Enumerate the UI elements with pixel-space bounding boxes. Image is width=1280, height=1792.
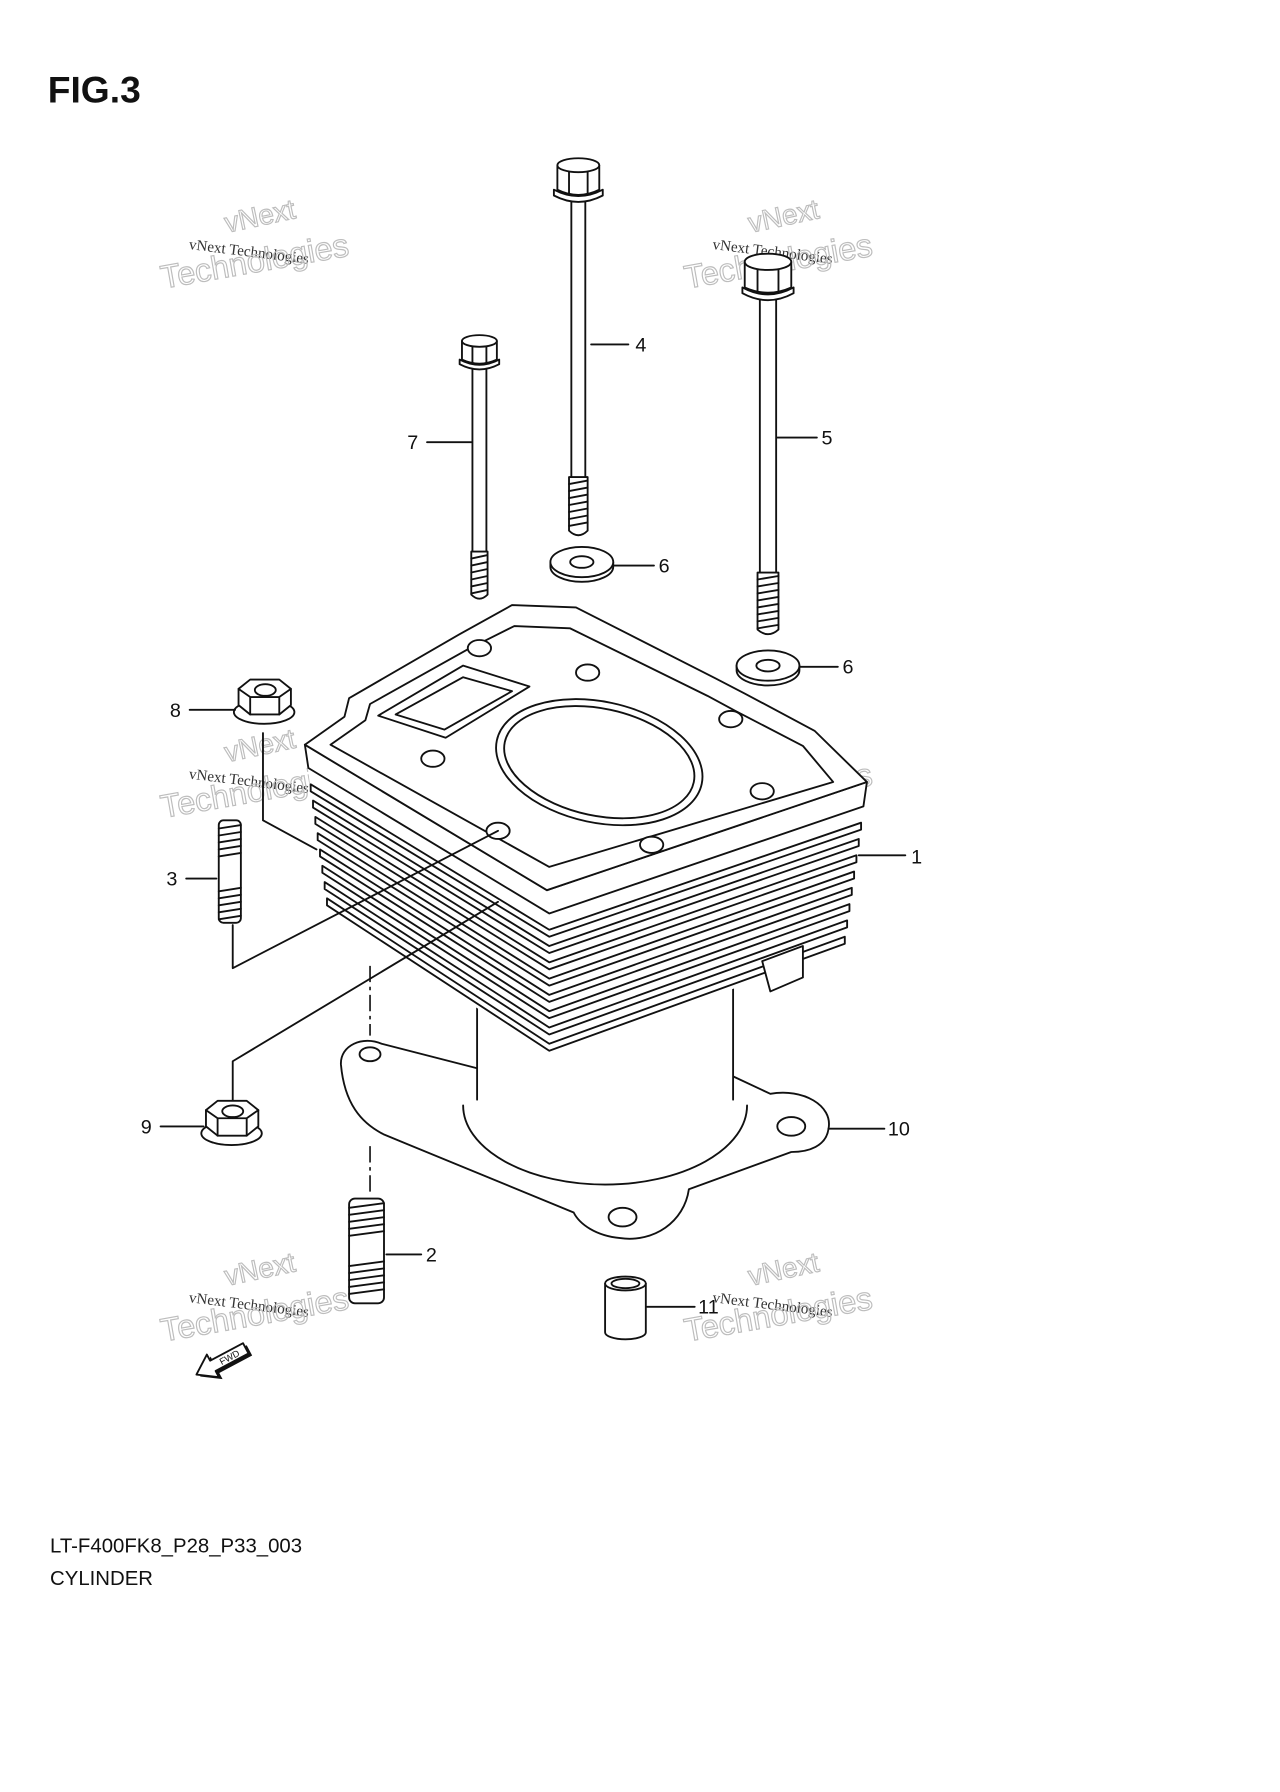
callout-9: 9 [141,1116,152,1138]
callout-7: 7 [407,432,418,454]
cylinder-fin [326,897,846,1052]
callout-8: 8 [170,700,181,722]
callout-3: 3 [166,869,177,891]
bolt-hole [749,782,775,801]
cylinder-fins [309,783,863,1052]
leader-lines [231,732,499,1102]
bolt-hole [718,710,744,729]
bolt-hole [466,639,492,658]
cylinder-boss [761,945,804,993]
cylinder-fin [316,832,856,987]
cylinder-fin [319,848,853,1003]
washer-upper [549,545,615,583]
cylinder-bolt-short [458,334,501,600]
cylinder-bolt-long [552,157,604,537]
watermark-brand: vNext [222,1246,298,1291]
figure-caption: CYLINDER [50,1568,153,1590]
forward-direction-arrow: FWD [195,1342,253,1380]
bolt-hole [639,835,665,854]
figure-code: LT-F400FK8_P28_P33_003 [50,1535,302,1557]
callout-10: 10 [888,1119,910,1141]
cylinder-bolt-right [741,252,795,636]
callout-6-lower: 6 [842,657,853,679]
stud-lower [348,1197,385,1305]
callout-2: 2 [426,1244,437,1266]
cam-chain-tunnel [377,664,531,739]
cylinder-gasket-ridge [329,625,835,868]
watermark-word: Technologies [158,1280,352,1348]
cylinder-bore [495,698,704,827]
gasket-hole [358,1046,382,1063]
watermark: vNext vNext Technologies Technologies [157,193,352,296]
watermark-brand: vNext [745,1246,821,1291]
callout-11: 11 [698,1297,719,1319]
callout-4: 4 [635,334,646,356]
callout-5: 5 [822,428,833,450]
cylinder-fin [321,864,851,1020]
cylinder-block [303,604,868,1052]
watermark-brand: vNext [745,193,821,238]
stud-upper [217,819,242,924]
cylinder-fin [312,799,860,954]
callout-lines [159,343,907,1308]
cylinder-fin [314,815,858,971]
watermark-word: Technologies [158,227,352,295]
washer-lower [735,649,801,687]
gasket-hole [607,1206,638,1228]
callout-6-upper: 6 [659,556,670,578]
bolt-hole [420,749,446,768]
bolt-hole [575,663,601,682]
dowel-pin [604,1275,647,1341]
watermark-brand: vNext [222,193,298,238]
flange-nut-lower [200,1099,263,1146]
watermark-brand: vNext [222,723,298,768]
watermark: vNext vNext Technologies Technologies [157,1246,352,1349]
gasket-hole [776,1116,807,1137]
gasket-bore [462,1104,748,1186]
callout-1: 1 [911,846,922,868]
flange-nut-upper [232,678,296,725]
cylinder-fin [309,783,863,938]
figure-title: FIG.3 [48,68,141,110]
cylinder-fin [323,881,849,1036]
